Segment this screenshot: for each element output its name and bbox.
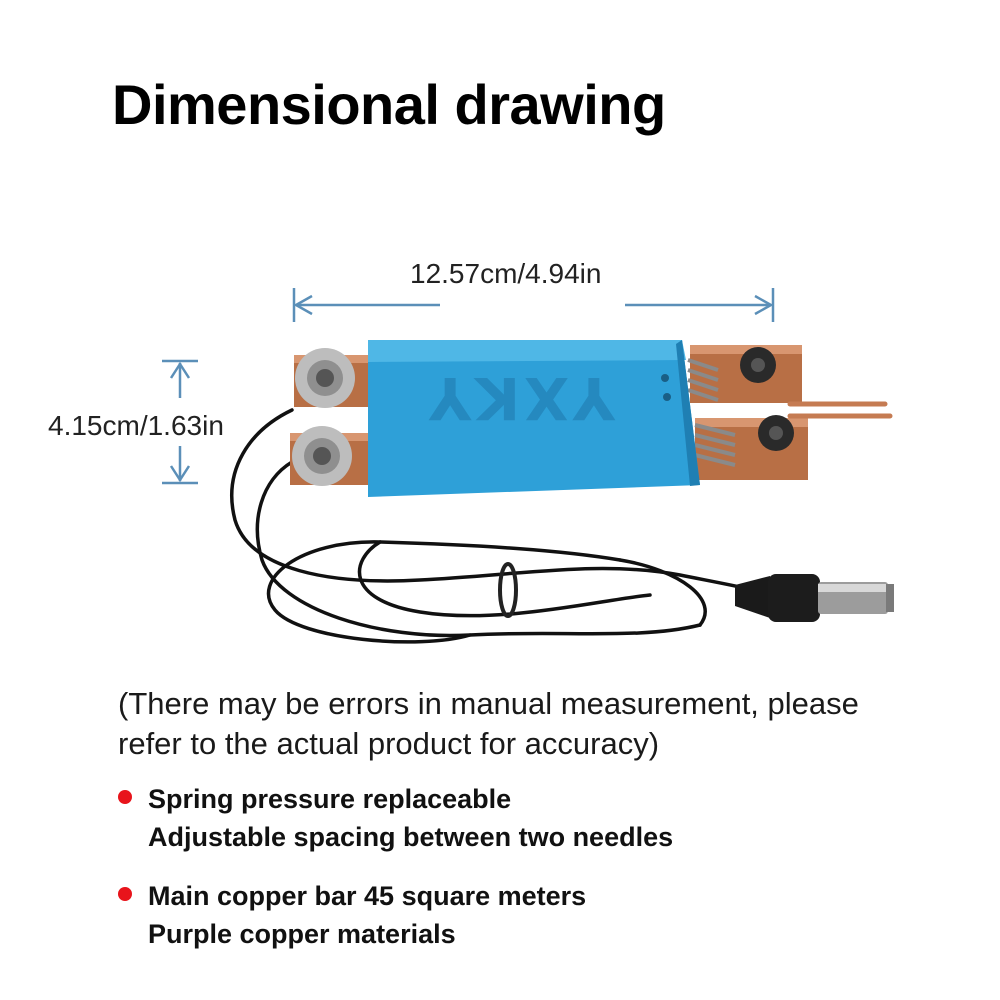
cable — [230, 408, 777, 644]
width-dimension-line — [292, 288, 775, 322]
width-dimension-label: 12.57cm/4.94in — [410, 258, 602, 289]
feature-line: Main copper bar 45 square meters — [148, 881, 587, 911]
needles — [787, 401, 893, 419]
feature-item: Main copper bar 45 square meters Purple … — [118, 877, 938, 953]
brand-logo: YXKY — [425, 364, 616, 432]
feature-line: Purple copper materials — [148, 919, 456, 949]
feature-line: Adjustable spacing between two needles — [148, 822, 674, 852]
springs — [687, 358, 736, 467]
page-title: Dimensional drawing — [112, 73, 666, 136]
right-screws — [740, 347, 794, 451]
left-screws — [292, 348, 355, 486]
measurement-note: (There may be errors in manual measureme… — [118, 686, 859, 761]
feature-line: Spring pressure replaceable — [148, 784, 512, 814]
product-illustration: YXKY — [162, 288, 894, 644]
bullet-dot-icon — [118, 790, 132, 804]
height-dimension-line — [162, 359, 198, 485]
height-dimension-label: 4.15cm/1.63in — [48, 410, 224, 441]
dc-plug — [735, 574, 894, 622]
cable-tie — [498, 562, 518, 618]
feature-item: Spring pressure replaceable Adjustable s… — [118, 780, 938, 856]
blue-housing: YXKY — [368, 340, 700, 497]
bullet-dot-icon — [118, 887, 132, 901]
